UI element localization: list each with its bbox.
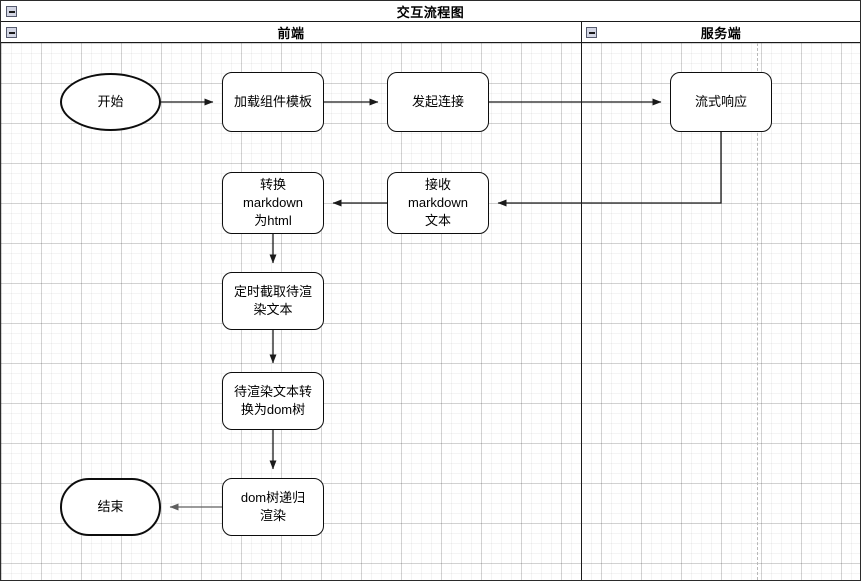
- minus-icon: [8, 10, 15, 13]
- node-pending-text-to-dom-tree-label: 待渲染文本转 换为dom树: [233, 384, 312, 417]
- node-initiate-connection[interactable]: 发起连接: [387, 72, 489, 132]
- lane-separator: [581, 43, 582, 580]
- lane-header-server[interactable]: 服务端: [581, 22, 860, 43]
- node-dom-tree-recursive-render-label: dom树递归 渲染: [240, 490, 306, 523]
- node-dom-tree-recursive-render[interactable]: dom树递归 渲染: [222, 478, 324, 536]
- node-end[interactable]: 结束: [60, 478, 161, 536]
- node-start[interactable]: 开始: [60, 73, 161, 131]
- node-convert-markdown-to-html-label: 转换 markdown 为html: [243, 177, 303, 228]
- node-end-label: 结束: [97, 499, 124, 514]
- node-receive-markdown-text-label: 接收 markdown 文本: [408, 177, 468, 228]
- page-break-guide: [757, 43, 758, 580]
- minus-icon: [8, 31, 15, 34]
- node-initiate-connection-label: 发起连接: [411, 94, 464, 109]
- node-streaming-response-label: 流式响应: [694, 94, 747, 109]
- collapse-lane-server-minus-icon[interactable]: [586, 27, 597, 38]
- node-convert-markdown-to-html[interactable]: 转换 markdown 为html: [222, 172, 324, 234]
- node-pending-text-to-dom-tree[interactable]: 待渲染文本转 换为dom树: [222, 372, 324, 430]
- node-timed-extract-pending-text[interactable]: 定时截取待渲 染文本: [222, 272, 324, 330]
- lane-header-frontend-label: 前端: [277, 25, 305, 41]
- pool-title-bar: 交互流程图: [1, 1, 860, 22]
- node-load-component-template[interactable]: 加载组件模板: [222, 72, 324, 132]
- collapse-pool-minus-icon[interactable]: [6, 6, 17, 17]
- node-timed-extract-pending-text-label: 定时截取待渲 染文本: [233, 284, 312, 317]
- lane-header-frontend[interactable]: 前端: [1, 22, 581, 43]
- node-start-label: 开始: [97, 94, 124, 109]
- page-title: 交互流程图: [396, 4, 465, 20]
- node-receive-markdown-text[interactable]: 接收 markdown 文本: [387, 172, 489, 234]
- node-load-component-template-label: 加载组件模板: [233, 94, 312, 109]
- node-streaming-response[interactable]: 流式响应: [670, 72, 772, 132]
- minus-icon: [588, 31, 595, 34]
- collapse-lane-frontend-minus-icon[interactable]: [6, 27, 17, 38]
- lane-header-server-label: 服务端: [700, 25, 742, 41]
